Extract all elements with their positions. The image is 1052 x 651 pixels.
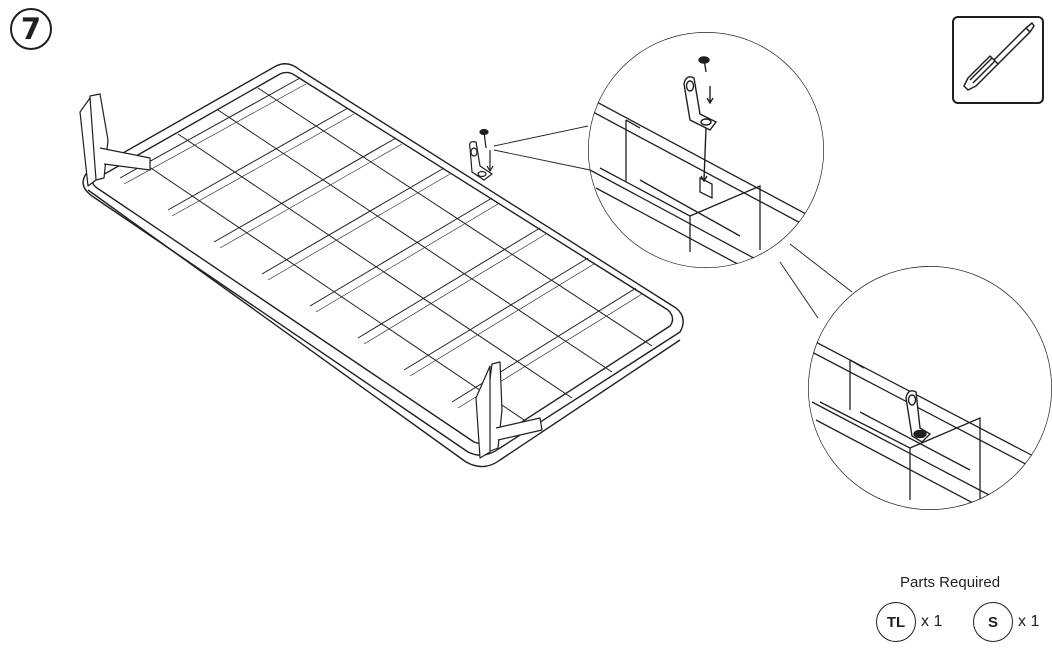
detail-view-install <box>588 32 824 268</box>
detail-view-installed <box>808 266 1052 510</box>
tray-grid <box>119 77 653 425</box>
parts-required-title: Parts Required <box>900 574 1001 591</box>
part-code-badge: S <box>973 602 1013 642</box>
step-number-badge: 7 <box>10 8 52 50</box>
part-item: TL x 1 <box>876 602 942 642</box>
part-quantity: x 1 <box>921 613 943 630</box>
tool-required-box <box>952 16 1044 104</box>
screwdriver-icon <box>963 22 1035 91</box>
hinge-left <box>79 93 151 187</box>
part-quantity: x 1 <box>1018 613 1040 630</box>
tray <box>82 63 684 468</box>
part-code-badge: TL <box>876 602 916 642</box>
part-code: S <box>987 613 998 631</box>
bracket-small <box>469 128 494 181</box>
part-code: TL <box>886 613 906 631</box>
hinge-right <box>475 361 543 459</box>
part-item: S x 1 <box>973 602 1039 642</box>
step-number: 7 <box>20 11 42 46</box>
